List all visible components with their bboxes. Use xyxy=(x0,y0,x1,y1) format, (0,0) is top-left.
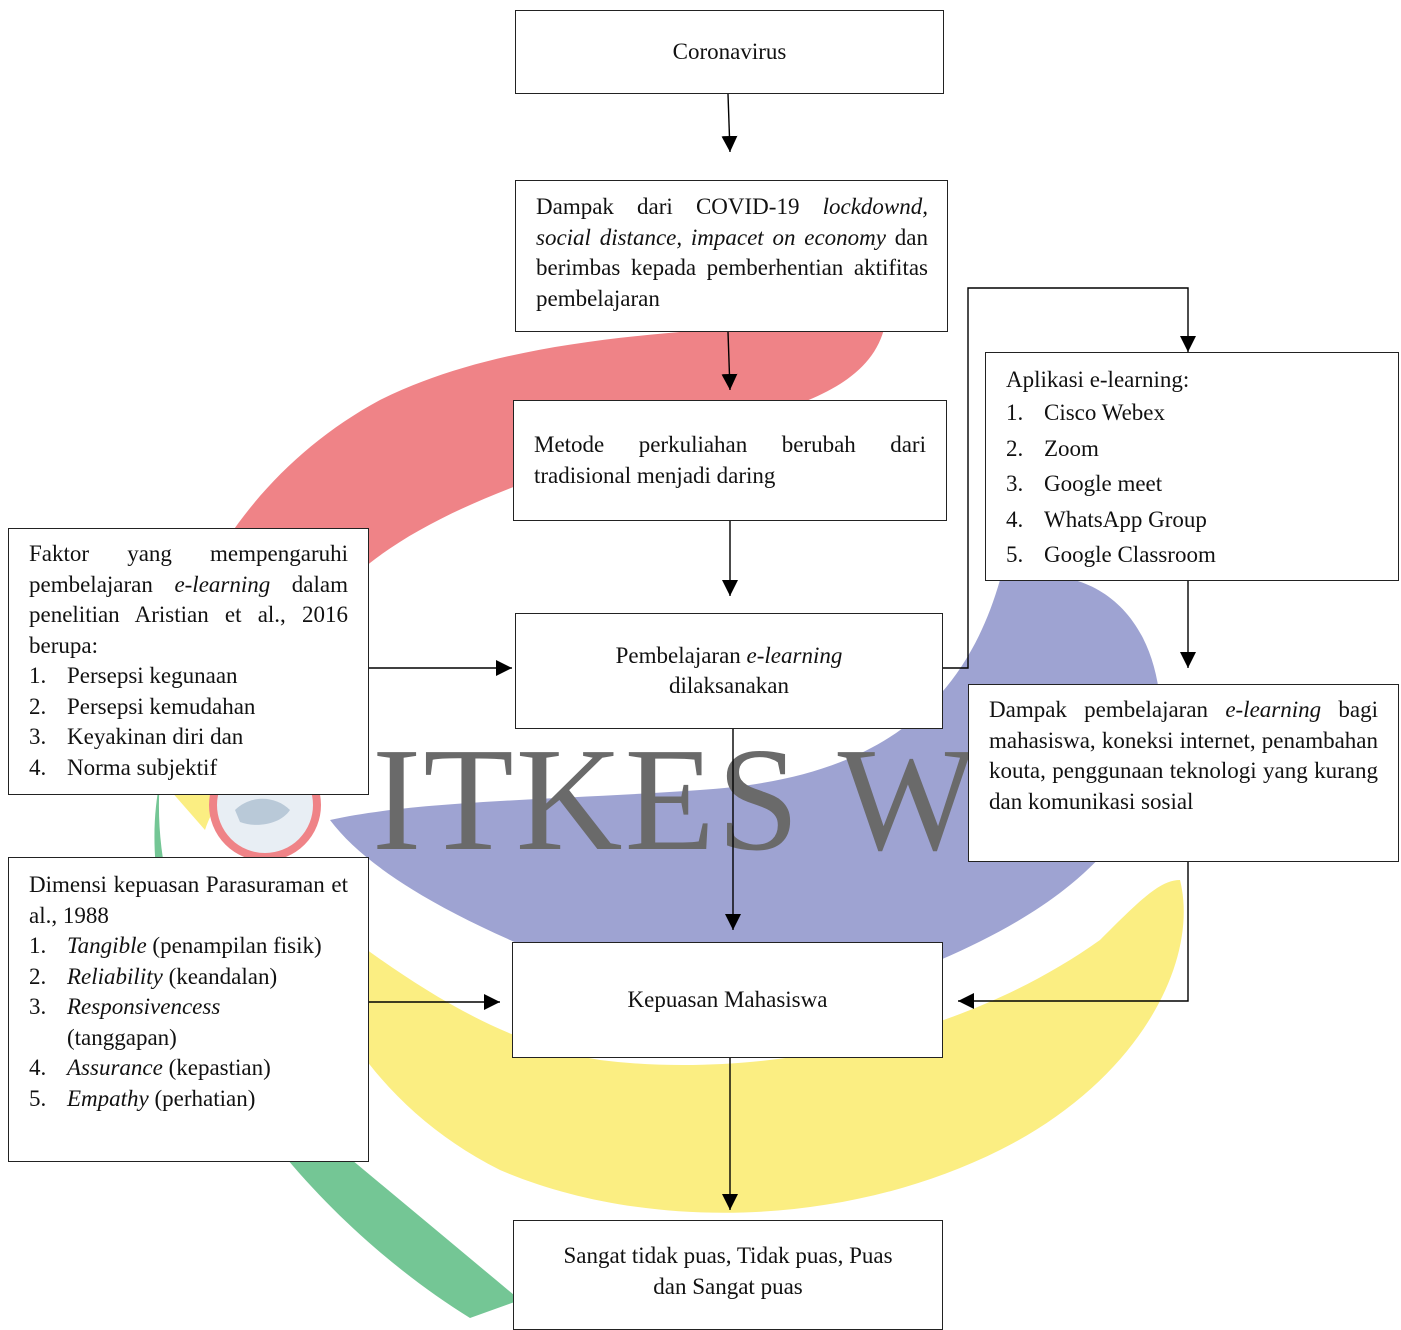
list-text: Responsivencess (tanggapan) xyxy=(67,992,348,1053)
coronavirus-box: Coronavirus xyxy=(515,10,944,94)
list-italic: Reliability xyxy=(67,963,163,989)
list-item: 5. Google Classroom xyxy=(1006,537,1388,573)
list-italic: Empathy xyxy=(67,1085,149,1111)
elearning-implemented-line1: Pembelajaran e-learning xyxy=(616,641,843,672)
arrow-pembelajaran-to-aplikasi xyxy=(943,287,1196,669)
list-text: Reliability (keandalan) xyxy=(67,962,348,993)
elearning-impact-italic: e-learning xyxy=(1225,697,1322,722)
list-text: Cisco Webex xyxy=(1044,400,1166,425)
method-change-box: Metode perkuliahan berubah dari tradisio… xyxy=(513,400,947,521)
list-plain: (keandalan) xyxy=(162,963,278,989)
list-text: Google meet xyxy=(1044,471,1163,496)
list-item: 4. Assurance (kepastian) xyxy=(29,1053,348,1084)
list-italic: Assurance xyxy=(67,1055,163,1080)
watermark-text: ITKES WE xyxy=(372,718,1072,882)
list-number: 1. xyxy=(1006,400,1024,425)
influencing-factors-list: 1. Persepsi kegunaan 2. Persepsi kemudahan… xyxy=(29,661,348,783)
list-plain: (tanggapan) xyxy=(67,1024,177,1050)
list-text: Persepsi kegunaan xyxy=(67,663,238,688)
list-text: Assurance (kepastian) xyxy=(67,1053,348,1084)
list-item: 2. Zoom xyxy=(1006,431,1388,467)
list-text: Norma subjektif xyxy=(67,754,218,780)
list-number: 3. xyxy=(29,994,47,1019)
covid-impact-italic: lockdownd, social distance, impacet on e… xyxy=(536,194,928,250)
list-number: 5. xyxy=(29,1085,47,1111)
list-number: 2. xyxy=(29,963,47,989)
list-item: 2. Persepsi kemudahan xyxy=(29,692,348,723)
list-number: 5. xyxy=(1006,542,1024,567)
list-item: 3. Google meet xyxy=(1006,466,1388,502)
list-text: Tangible (penampilan fisik) xyxy=(67,931,348,962)
student-satisfaction-box: Kepuasan Mahasiswa xyxy=(512,942,943,1058)
elearning-impact-box: Dampak pembelajaran e-learning bagi maha… xyxy=(968,684,1399,862)
list-text: Empathy (perhatian) xyxy=(67,1084,348,1115)
elearning-apps-list: 1. Cisco Webex 2. Zoom 3. Google meet 4. Wha… xyxy=(1006,395,1388,573)
elearning-apps-heading: Aplikasi e-learning: xyxy=(1006,367,1190,392)
elearning-impact-text-2: bagi mahasiswa, koneksi internet, penamb… xyxy=(989,697,1378,814)
elearning-implemented-text: Pembelajaran xyxy=(615,642,747,668)
list-number: 1. xyxy=(29,663,47,688)
list-number: 2. xyxy=(29,693,47,719)
list-number: 4. xyxy=(29,754,47,780)
elearning-apps-box: Aplikasi e-learning: 1. Cisco Webex 2. Zoo… xyxy=(985,352,1399,581)
list-text: WhatsApp Group xyxy=(1044,506,1207,532)
arrow-dampak-elearning-to-kepuasan xyxy=(958,862,1189,1009)
covid-impact-box: Dampak dari COVID-19 lockdownd, social d… xyxy=(515,180,948,332)
list-italic: Responsivencess xyxy=(67,994,221,1019)
satisfaction-dimensions-heading: Dimensi kepuasan Parasuraman et al., 198… xyxy=(29,872,348,928)
watermark-globe-land xyxy=(235,798,290,825)
list-text: Google Classroom xyxy=(1044,542,1216,567)
covid-impact-text: Dampak dari COVID-19 xyxy=(536,194,823,219)
arrow-coronavirus-to-dampak xyxy=(721,93,738,153)
list-number: 2. xyxy=(1006,435,1024,461)
list-item: 1. Cisco Webex xyxy=(1006,395,1388,431)
satisfaction-dimensions-list: 1. Tangible (penampilan fisik) 2. Reliabil… xyxy=(29,931,348,1114)
list-item: 5. Empathy (perhatian) xyxy=(29,1084,348,1115)
list-item: 1. Persepsi kegunaan xyxy=(29,661,348,692)
satisfaction-scale-line2: dan Sangat puas xyxy=(653,1273,803,1299)
list-item: 2. Reliability (keandalan) xyxy=(29,962,348,993)
list-plain: (kepastian) xyxy=(162,1055,271,1080)
list-plain: (penampilan fisik) xyxy=(146,933,322,958)
list-text: Zoom xyxy=(1044,435,1099,461)
elearning-implemented-italic: e-learning xyxy=(746,642,843,668)
list-number: 1. xyxy=(29,933,47,958)
elearning-implemented-box: Pembelajaran e-learning dilaksanakan xyxy=(515,613,943,729)
list-text: Keyakinan diri dan xyxy=(67,724,244,749)
list-plain: (perhatian) xyxy=(148,1085,256,1111)
list-number: 4. xyxy=(1006,506,1024,532)
student-satisfaction-label: Kepuasan Mahasiswa xyxy=(627,986,828,1012)
influencing-factors-italic: e-learning xyxy=(174,571,271,597)
elearning-implemented-line2: dilaksanakan xyxy=(668,673,790,698)
list-item: 4. Norma subjektif xyxy=(29,753,348,784)
list-italic: Tangible xyxy=(67,933,147,958)
watermark-yellow-swoosh xyxy=(300,880,1184,1213)
list-number: 3. xyxy=(1006,471,1024,496)
influencing-factors-intro: Faktor yang mempengaruhi pembelajaran e-… xyxy=(29,539,348,661)
influencing-factors-text: Faktor yang mempengaruhi pembelajaran xyxy=(29,541,348,597)
satisfaction-dimensions-box: Dimensi kepuasan Parasuraman et al., 198… xyxy=(8,857,369,1162)
influencing-factors-text-2: dalam penelitian Aristian et al., 2016 b… xyxy=(29,571,349,658)
method-change-text: Metode perkuliahan berubah dari tradisio… xyxy=(534,432,926,488)
influencing-factors-box: Faktor yang mempengaruhi pembelajaran e-… xyxy=(8,528,369,795)
list-number: 4. xyxy=(29,1055,47,1080)
list-item: 3. Keyakinan diri dan xyxy=(29,722,348,753)
satisfaction-scale-line1: Sangat tidak puas, Tidak puas, Puas xyxy=(563,1243,893,1268)
list-item: 1. Tangible (penampilan fisik) xyxy=(29,931,348,962)
list-text: Persepsi kemudahan xyxy=(67,693,256,719)
watermark-blue-swoosh xyxy=(330,575,1161,985)
list-item: 3. Responsivencess (tanggapan) xyxy=(29,992,348,1053)
list-item: 4. WhatsApp Group xyxy=(1006,502,1388,538)
elearning-impact-text: Dampak pembelajaran xyxy=(989,697,1226,722)
satisfaction-scale-box: Sangat tidak puas, Tidak puas, Puas dan … xyxy=(513,1220,943,1330)
coronavirus-label: Coronavirus xyxy=(672,38,787,64)
covid-impact-text-2: dan berimbas kepada pemberhentian aktifi… xyxy=(536,224,928,311)
arrow-dampak-to-metode xyxy=(721,331,738,391)
list-number: 3. xyxy=(29,724,47,749)
